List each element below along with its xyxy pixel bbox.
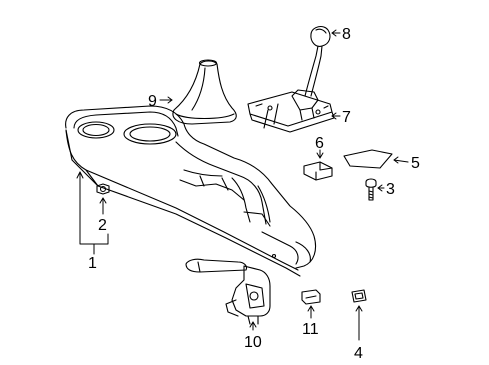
callout-6: 6 [315,135,324,152]
parking-brake-lever [185,258,271,325]
clip-11 [301,289,321,305]
nut [96,183,110,195]
callout-1: 1 [88,255,97,272]
callout-9: 9 [148,93,157,110]
callout-2: 2 [98,217,107,234]
callout-7: 7 [342,109,351,126]
clip-4 [351,289,367,303]
callout-3: 3 [386,181,395,198]
cover-plate [343,149,393,169]
callout-8: 8 [342,26,351,43]
bracket [303,161,333,181]
shift-lever-assembly [247,25,335,133]
callout-labels: 1 2 3 4 5 6 7 8 9 10 11 [88,26,420,362]
callout-5: 5 [411,155,420,172]
callout-11: 11 [302,321,319,338]
callout-10: 10 [244,334,262,351]
callout-4: 4 [354,345,363,360]
shift-boot [172,59,237,125]
screw [365,178,377,201]
leader-lines [76,29,409,341]
center-console [65,105,317,277]
